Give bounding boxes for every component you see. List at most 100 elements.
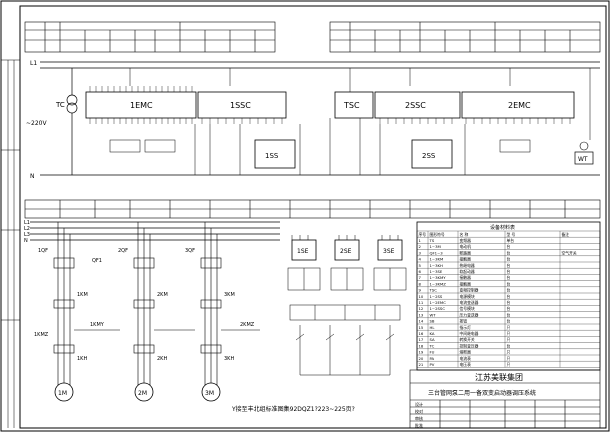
- kmz1-label: 1KMZ: [34, 332, 49, 338]
- kmy-label: 1KMY: [90, 322, 105, 328]
- l1-label: L1: [30, 60, 37, 67]
- table-cell: 台: [507, 288, 511, 293]
- table-column-header: 名 称: [460, 232, 469, 237]
- table-cell: WT: [430, 312, 437, 317]
- table-cell: 3: [419, 250, 422, 255]
- relay-contact-diagram: [289, 304, 401, 376]
- table-cell: 1~3KM: [430, 257, 444, 262]
- table-cell: FU: [430, 350, 435, 355]
- bus-l1: L1: [24, 220, 30, 226]
- table-cell: PA: [430, 356, 435, 361]
- n-label: N: [30, 173, 35, 180]
- table-cell: 单台: [507, 238, 515, 243]
- table-cell: 9: [419, 288, 422, 293]
- qf-mid-label: QF1: [92, 258, 102, 264]
- table-cell: 21: [419, 362, 424, 367]
- table-cell: 18: [419, 343, 424, 348]
- table-column-header: 图形符号: [430, 232, 445, 237]
- table-cell: 台: [507, 275, 511, 280]
- table-cell: 10: [419, 294, 424, 299]
- table-cell: 2: [419, 244, 422, 249]
- table-column-header: 备注: [562, 232, 570, 237]
- qf3-label: 3QF: [185, 248, 195, 254]
- table-cell: 13: [419, 312, 424, 317]
- mid-function-table: [24, 199, 601, 219]
- motor-2: 2M: [134, 382, 154, 402]
- se-io-boxes: [287, 235, 407, 291]
- motor-branch-wiring: [53, 222, 260, 385]
- table-cell: 只: [507, 325, 511, 330]
- kh2-label: 2KH: [157, 356, 167, 362]
- table-cell: 5: [419, 263, 422, 268]
- se3-label: 3SE: [383, 248, 395, 255]
- table-cell: TS: [429, 238, 435, 243]
- ss1-label: 1SS: [265, 152, 279, 160]
- km3-label: 3KM: [224, 292, 235, 298]
- contact-groups: [109, 139, 531, 153]
- emc1-label: 1EMC: [130, 101, 153, 110]
- table-cell: 1: [419, 238, 422, 243]
- emc2-label: 2EMC: [508, 101, 531, 110]
- table-cell: 14: [419, 319, 424, 324]
- table-cell: 台: [507, 244, 511, 249]
- se1-block: 1SE: [291, 239, 317, 261]
- table-cell: 8: [419, 281, 422, 286]
- motor-3-label: 3M: [205, 390, 214, 397]
- table-cell: 4: [419, 257, 422, 262]
- table-cell: 7: [419, 275, 422, 280]
- table-cell: 台: [507, 300, 511, 305]
- ssc1-block: 1SSC: [197, 91, 287, 119]
- table-cell: 1~3KMY: [430, 275, 447, 280]
- table-cell: 1~3KMZ: [430, 281, 447, 286]
- three-phase-bus: [30, 221, 280, 241]
- tc-transformer: [66, 68, 78, 175]
- table-cell: 控制变压器: [460, 343, 479, 348]
- inner-border: [19, 5, 607, 429]
- table-cell: 6: [419, 269, 422, 274]
- ssc2-label: 2SSC: [405, 101, 426, 110]
- table-cell: 11: [419, 300, 424, 305]
- table-cell: 熔断器: [460, 350, 472, 355]
- kmz2-label: 2KMZ: [240, 322, 255, 328]
- table-cell: TC: [429, 343, 435, 348]
- table-cell: 空气开关: [562, 250, 577, 255]
- se3-block: 3SE: [377, 239, 403, 261]
- table-column-header: 型 号: [507, 232, 516, 237]
- table-cell: 17: [419, 337, 424, 342]
- motor-2-label: 2M: [138, 390, 147, 397]
- table-cell: 变频器: [460, 238, 472, 243]
- table-cell: 只: [507, 362, 511, 367]
- table-cell: 只: [507, 331, 511, 336]
- row-design: 设计: [415, 401, 423, 407]
- bottom-note: Y接至丰北组标准图集92DQZ1?223~225页?: [231, 405, 355, 413]
- se2-block: 2SE: [334, 239, 360, 261]
- table-header: 设备材料表: [490, 224, 515, 231]
- table-cell: KA: [430, 331, 435, 336]
- table-cell: 电源模块: [460, 294, 475, 299]
- table-cell: 只: [507, 337, 511, 342]
- qf2-label: 2QF: [118, 248, 128, 254]
- table-cell: SB: [430, 319, 435, 324]
- table-cell: 台: [507, 343, 511, 348]
- table-cell: 只: [507, 350, 511, 355]
- motor-1-label: 1M: [58, 390, 67, 397]
- table-cell: 19: [419, 350, 424, 355]
- table-cell: 1~2SS: [430, 294, 443, 299]
- table-cell: 电动机: [460, 244, 472, 249]
- emc2-block: 2EMC: [461, 91, 575, 119]
- table-cell: 只: [507, 356, 511, 361]
- row-review: 审核: [415, 415, 423, 421]
- table-cell: 按钮: [460, 319, 468, 324]
- table-cell: 台: [507, 263, 511, 268]
- table-cell: 1~3SE: [430, 269, 443, 274]
- table-cell: 电流表: [460, 356, 472, 361]
- table-cell: 中间继电器: [460, 331, 479, 336]
- table-cell: QF1~3: [430, 250, 444, 255]
- ss1-block: 1SS: [254, 139, 296, 169]
- wt-label: WT: [578, 156, 588, 163]
- row-approve: 批准: [415, 422, 423, 428]
- table-column-header: 序号: [419, 232, 427, 237]
- motor-3: 3M: [201, 382, 221, 402]
- bus-l3: L3: [24, 232, 30, 238]
